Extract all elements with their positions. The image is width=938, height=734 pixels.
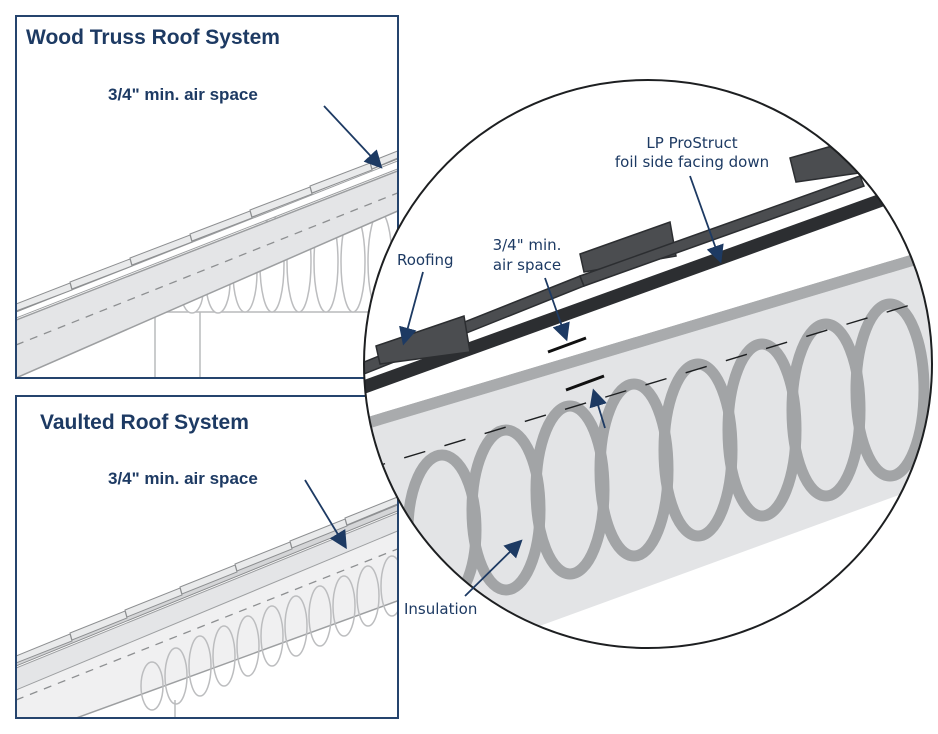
vaulted-panel: Vaulted Roof System 3/4" min. air space <box>15 395 399 719</box>
vaulted-insulation <box>140 555 398 711</box>
detail-sheathing <box>364 172 932 394</box>
wood-truss-panel: Wood Truss Roof System 3/4" min. air spa… <box>15 15 399 379</box>
vaulted-title: Vaulted Roof System <box>40 411 249 434</box>
truss-shingles <box>16 150 398 312</box>
vaulted-air-space-arrow <box>304 479 347 550</box>
roofing-arrow <box>399 271 424 346</box>
wood-truss-section <box>16 150 398 378</box>
detail-section <box>364 137 932 648</box>
detail-roofing <box>364 137 867 376</box>
sheathing-label-line1: LP ProStruct <box>646 134 737 152</box>
vaulted-air-space-label: 3/4" min. air space <box>108 469 258 488</box>
detail-circle-outline <box>363 79 933 649</box>
sheathing-label-line2: foil side facing down <box>615 153 769 171</box>
wood-truss-title: Wood Truss Roof System <box>26 26 280 49</box>
sheathing-arrow <box>689 175 724 264</box>
insulation-arrow <box>464 539 523 597</box>
roofing-label: Roofing <box>397 251 454 269</box>
insulation-label: Insulation <box>404 600 477 618</box>
air-space-up-arrow <box>589 388 607 429</box>
vaulted-shingles <box>16 496 398 664</box>
wood-truss-air-space-label: 3/4" min. air space <box>108 85 258 104</box>
air-space-label-line2: air space <box>493 256 561 274</box>
vaulted-section <box>16 496 398 718</box>
detail-magnifier: LP ProStruct foil side facing down Roofi… <box>363 79 933 649</box>
air-space-down-arrow <box>544 277 570 342</box>
wood-truss-air-space-arrow <box>323 105 383 169</box>
air-space-label-line1: 3/4" min. <box>493 236 562 254</box>
wood-truss-frame <box>15 15 399 379</box>
vaulted-frame <box>15 395 399 719</box>
